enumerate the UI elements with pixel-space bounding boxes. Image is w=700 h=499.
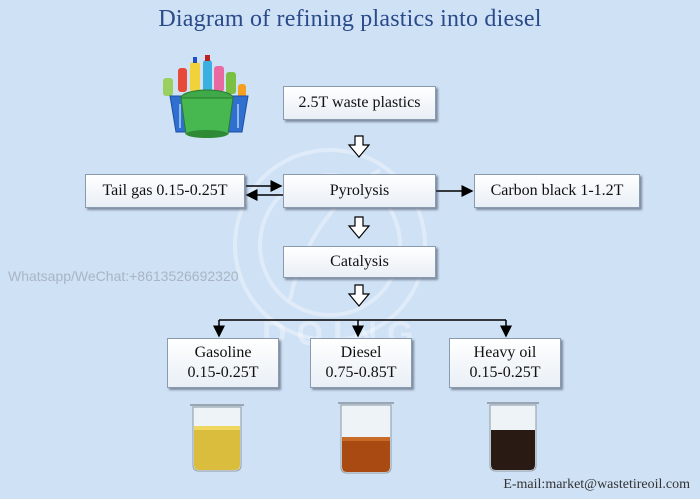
node-carbon-black: Carbon black 1-1.2T — [474, 174, 640, 208]
node-tail-gas-label: Tail gas 0.15-0.25T — [102, 182, 228, 199]
diagram-title: Diagram of refining plastics into diesel — [158, 6, 542, 32]
node-diesel-name: Diesel — [340, 344, 382, 361]
beaker-icon — [190, 404, 244, 472]
beaker-icon — [487, 402, 539, 472]
node-tail-gas: Tail gas 0.15-0.25T — [85, 174, 245, 208]
hollow-down-arrow-icon — [347, 284, 371, 307]
node-heavy-oil-amount: 0.15-0.25T — [469, 364, 541, 381]
node-heavy-oil-name: Heavy oil — [473, 344, 537, 361]
node-carbon-black-label: Carbon black 1-1.2T — [490, 182, 624, 199]
node-pyrolysis-label: Pyrolysis — [329, 182, 390, 199]
node-pyrolysis: Pyrolysis — [283, 174, 436, 208]
node-catalysis-label: Catalysis — [330, 253, 389, 270]
node-heavy-oil: Heavy oil 0.15-0.25T — [449, 338, 561, 388]
node-waste-plastics-label: 2.5T waste plastics — [298, 94, 421, 111]
hollow-down-arrow-icon — [347, 216, 371, 239]
hollow-down-arrow-icon — [347, 135, 371, 158]
node-gasoline: Gasoline 0.15-0.25T — [167, 338, 279, 388]
node-diesel-amount: 0.75-0.85T — [325, 364, 397, 381]
contact-email: E-mail:market@wastetireoil.com — [503, 477, 690, 492]
node-gasoline-name: Gasoline — [194, 344, 252, 361]
beaker-icon — [338, 402, 394, 474]
node-waste-plastics: 2.5T waste plastics — [283, 86, 436, 120]
node-catalysis: Catalysis — [283, 246, 436, 278]
node-gasoline-amount: 0.15-0.25T — [187, 364, 259, 381]
node-diesel: Diesel 0.75-0.85T — [310, 338, 412, 388]
watermark-contact: Whatsapp/WeChat:+8613526692320 — [8, 268, 239, 284]
